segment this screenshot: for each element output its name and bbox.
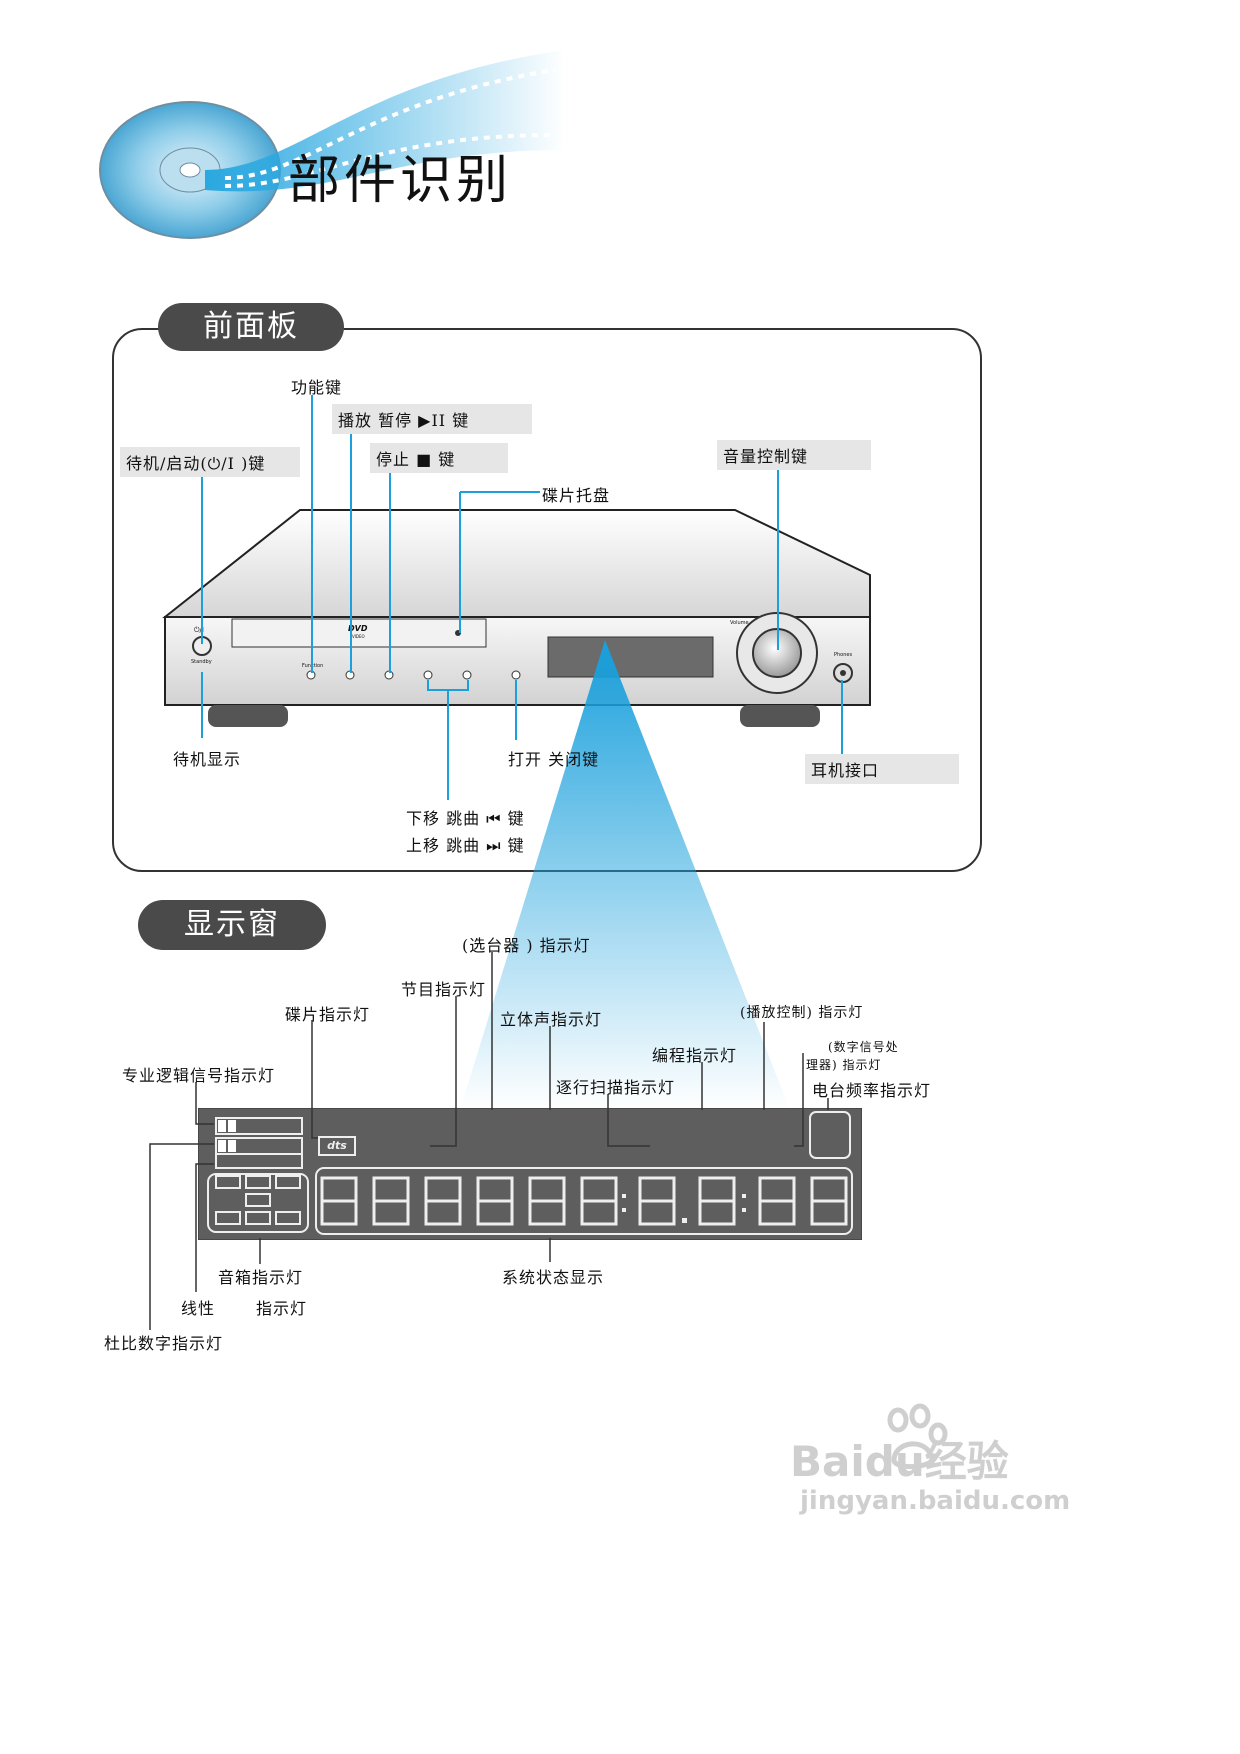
label-headphone-jack: 耳机接口 [805,754,959,784]
watermark-brand: Baidu经验 [790,1437,1009,1486]
page-title: 部件识别 [288,151,513,211]
display-window-panel [198,1108,862,1240]
dvd-player-illustration [162,509,871,727]
display-window-section-pill: 显示窗 [138,900,326,950]
device-power-mark: ⏻/I [194,626,204,634]
label-standby-indicator: 待机显示 [173,750,242,769]
device-volume-mark: Volume [730,620,749,626]
header-cd-film-graphic [99,50,565,239]
watermark-url: jingyan.baidu.com [800,1486,1071,1516]
dts-badge: dts [318,1136,356,1156]
display-zoom-beam [460,640,790,1110]
label-volume-key: 音量控制键 [717,440,871,470]
label-linear-indicator-b: 指示灯 [256,1299,308,1318]
label-stereo-indicator: 立体声指示灯 [500,1010,603,1029]
label-function-key: 功能键 [291,378,343,397]
display-callout-lines [149,952,829,1330]
label-skip-up-key: 上移 跳曲 ⏭ 键 [406,836,525,855]
label-dolby-digital-indicator: 杜比数字指示灯 [104,1334,224,1353]
label-skip-down-key: 下移 跳曲 ⏮ 键 [406,809,525,828]
label-progressive-indicator: 逐行扫描指示灯 [556,1078,676,1097]
label-disc-indicator: 碟片指示灯 [285,1005,371,1024]
label-tuner-indicator: (选台器 ) 指示灯 [462,936,591,955]
device-video-mark: VIDEO [352,634,365,639]
label-radio-freq-indicator: 电台频率指示灯 [812,1081,932,1100]
label-system-status: 系统状态显示 [502,1268,605,1287]
label-programming-indicator: 编程指示灯 [652,1046,738,1065]
label-stop-key: 停止 ■ 键 [370,443,508,473]
label-linear-indicator-a: 线性 [181,1299,216,1318]
label-pro-logic-indicator: 专业逻辑信号指示灯 [122,1066,276,1085]
front-panel-callout-lines [201,395,843,800]
label-pbc-indicator: (播放控制) 指示灯 [740,1005,864,1021]
label-speaker-indicator: 音箱指示灯 [218,1268,304,1287]
label-dsp-indicator-line1: (数字信号处 [828,1040,899,1054]
baidu-paw-logo [887,1403,948,1469]
seven-segment-digits [320,1176,848,1226]
label-dsp-indicator-line2: 理器) 指示灯 [806,1058,882,1072]
label-program-indicator: 节目指示灯 [401,980,487,999]
device-dvd-logo: DVD [348,624,368,633]
label-disc-tray: 碟片托盘 [542,486,611,505]
label-play-pause-key: 播放 暂停 ▶II 键 [332,404,532,434]
device-standby-mark: Standby [191,659,212,665]
front-panel-section-pill: 前面板 [158,303,344,351]
label-open-close-key: 打开 关闭键 [508,750,600,769]
label-standby-key: 待机/启动(⏻/I )键 [120,447,300,477]
device-phones-mark: Phones [834,652,853,658]
